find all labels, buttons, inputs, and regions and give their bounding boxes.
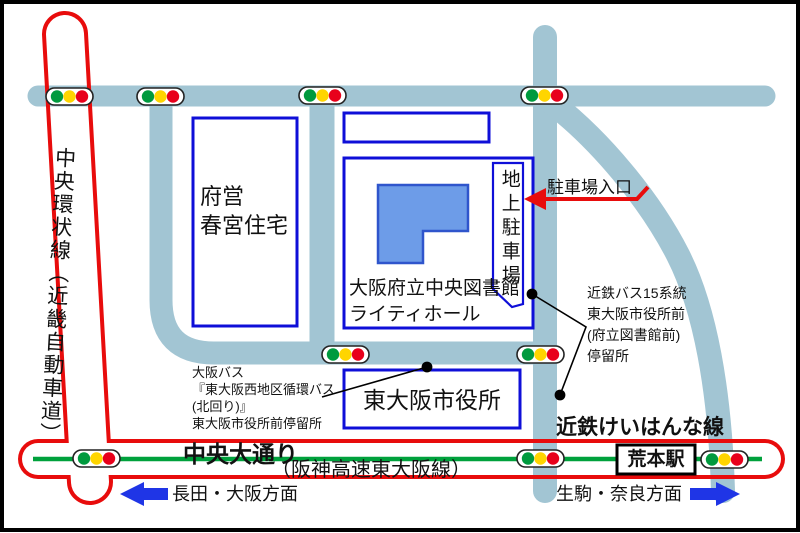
osaka-bus-label-line1: 大阪バス bbox=[192, 365, 245, 380]
kintetsu-bus-label-line4: 停留所 bbox=[587, 348, 629, 364]
arrow-left-icon bbox=[120, 482, 168, 506]
osaka-bus-label-line4: 東大阪市役所前停留所 bbox=[192, 416, 323, 431]
library-label-line1: 大阪府立中央図書館 bbox=[349, 278, 521, 299]
chuo-odori-label: 中央大通り bbox=[183, 441, 298, 467]
osaka-bus-label-line3: (北回り)』 bbox=[192, 399, 253, 414]
buildings bbox=[191, 111, 697, 476]
fuei-housing-label-line1: 府営 bbox=[200, 184, 245, 209]
osaka-bus-label-line2: 『東大阪西地区循環バス bbox=[192, 382, 336, 397]
aramoto-station-label: 荒本駅 bbox=[627, 449, 685, 470]
traffic-light-icon bbox=[72, 449, 121, 468]
bus-stop-dot-icon bbox=[421, 361, 433, 373]
traffic-light-icon bbox=[700, 450, 749, 469]
bus-stop-dot-icon bbox=[526, 288, 538, 300]
traffic-lights bbox=[45, 86, 749, 469]
aramoto-station-box bbox=[615, 443, 697, 476]
traffic-light-icon bbox=[520, 86, 569, 105]
library-label-line2: ライティホール bbox=[349, 304, 481, 325]
parking-entrance-arrow-icon bbox=[524, 185, 650, 210]
arrow-right-icon bbox=[690, 482, 740, 506]
keihanna-line-label: 近鉄けいはんな線 bbox=[556, 416, 724, 439]
kintetsu-bus-label-line3: (府立図書館前) bbox=[587, 327, 681, 343]
traffic-light-icon bbox=[136, 87, 185, 106]
city-hall-block bbox=[342, 368, 522, 430]
direction-east-label: 生駒・奈良方面 bbox=[556, 484, 682, 504]
traffic-light-icon bbox=[516, 345, 565, 364]
library-building-shape bbox=[376, 183, 470, 265]
north-annex-block bbox=[342, 111, 491, 144]
bus-stop-dot-icon bbox=[554, 389, 566, 401]
kintetsu-bus-label-line1: 近鉄バス15系統 bbox=[587, 285, 687, 301]
traffic-light-icon bbox=[516, 449, 565, 468]
bus-stop-pointers bbox=[321, 288, 587, 401]
hanshin-expwy-label: （阪神高速東大阪線） bbox=[271, 459, 471, 481]
ground-parking-label: 地上駐車場 bbox=[498, 169, 520, 289]
fuei-housing-label-line2: 春宮住宅 bbox=[200, 213, 289, 238]
ground-parking-area bbox=[491, 161, 525, 309]
traffic-light-icon bbox=[321, 345, 370, 364]
parking-entrance-label: 駐車場入口 bbox=[547, 178, 632, 197]
kintetsu-bus-label-line2: 東大阪市役所前 bbox=[587, 306, 685, 322]
traffic-light-icon bbox=[45, 87, 94, 106]
city-hall-label: 東大阪市役所 bbox=[363, 387, 501, 413]
direction-west-label: 長田・大阪方面 bbox=[172, 484, 298, 504]
fuei-housing-block bbox=[191, 116, 299, 328]
traffic-light-icon bbox=[298, 86, 347, 105]
